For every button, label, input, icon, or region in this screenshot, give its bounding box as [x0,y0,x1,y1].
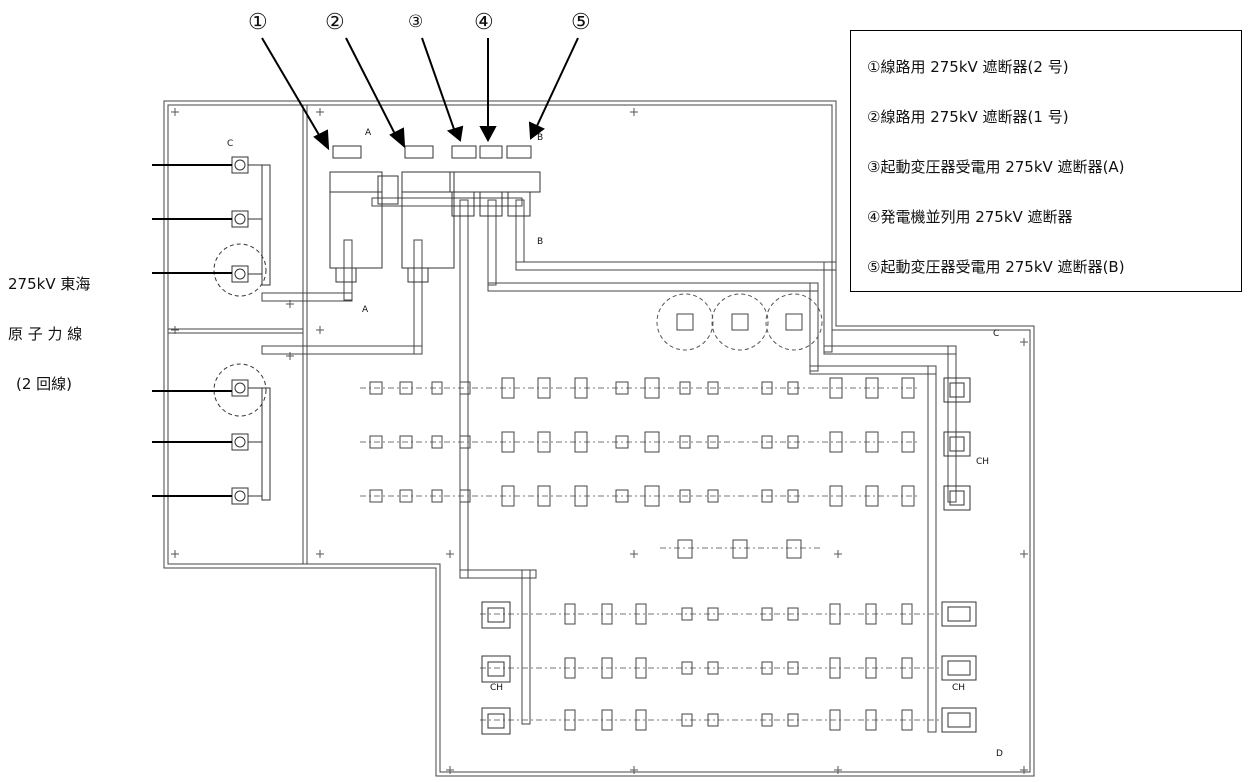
callout-arrows [261,37,579,151]
tag-a-1: A [365,128,372,138]
tag-b-1: B [537,133,544,143]
legend-box: ①線路用 275kV 遮断器(2 号) ②線路用 275kV 遮断器(1 号) … [850,30,1242,292]
tag-ch-2: CH [490,683,504,693]
grid-upper [360,387,940,721]
tag-ch-1: CH [976,457,990,467]
transformers [656,293,823,351]
callout-3: ③ [408,12,424,32]
legend-item-2: ②線路用 275kV 遮断器(1 号) [867,108,1069,126]
tag-b-2: B [537,237,544,247]
line-label-3: (2 回線) [16,375,73,393]
reference-marks [171,108,1028,774]
outer-wall-inner [167,104,1031,773]
callout-4: ④ [474,10,494,35]
legend-item-3: ③起動変圧器受電用 275kV 遮断器(A) [867,158,1125,176]
breaker-gis [329,145,541,283]
legend-item-5: ⑤起動変圧器受電用 275kV 遮断器(B) [867,258,1125,276]
tag-a-2: A [362,305,369,315]
incoming-lines [152,164,232,497]
line-label-1: 275kV 東海 [8,275,91,293]
line-label-2: 原 子 力 線 [8,325,83,343]
tag-d-1: D [996,749,1003,759]
tag-c-1: C [227,139,234,149]
cable-heads [481,377,977,735]
tag-c-2: C [993,329,1000,339]
callout-1: ① [248,10,268,35]
foundations-upper [369,377,915,559]
callout-5: ⑤ [571,10,591,35]
outer-wall [163,100,1035,777]
tag-ch-3: CH [952,683,966,693]
line-terminals [213,156,271,505]
foundations-lower [564,603,913,731]
legend-item-4: ④発電機並列用 275kV 遮断器 [867,208,1073,226]
callout-2: ② [325,10,345,35]
legend-item-1: ①線路用 275kV 遮断器(2 号) [867,58,1069,76]
